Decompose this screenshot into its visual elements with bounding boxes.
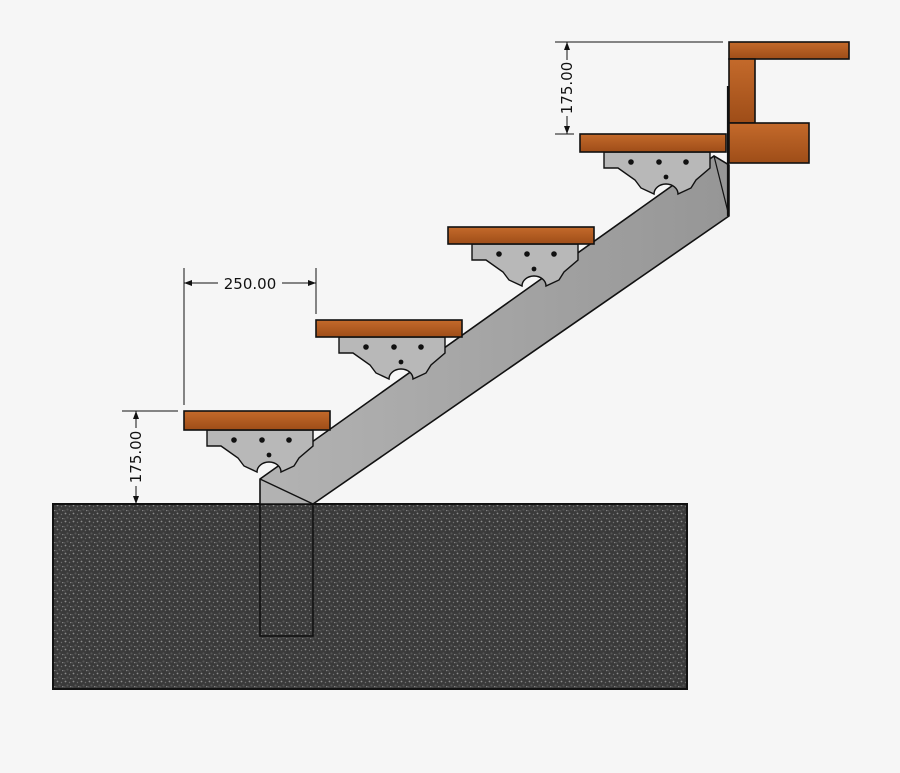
wood-tread [447, 226, 595, 245]
bolt [551, 251, 557, 257]
stringer-top-edge [713, 155, 730, 217]
concrete-footing [52, 503, 688, 690]
bolt [231, 437, 237, 443]
bolt [663, 174, 669, 180]
dimension-top-rise: 175.00 [555, 41, 723, 135]
arrow-up-icon [564, 42, 570, 50]
bolt [363, 344, 369, 350]
dimension-label-tread: 250.00 [224, 275, 277, 293]
bolt [391, 344, 397, 350]
bolt [259, 437, 265, 443]
arrow-down-icon [133, 496, 139, 504]
wood-tread [315, 319, 463, 338]
bolt [683, 159, 689, 165]
bolt [398, 359, 404, 365]
landing-deck-board [728, 41, 850, 60]
arrow-down-icon [564, 126, 570, 134]
timber-landing [726, 41, 850, 216]
bolt [266, 452, 272, 458]
landing-beam [728, 122, 810, 164]
arrow-right-icon [308, 280, 316, 286]
step-4 [579, 133, 727, 196]
bolt [656, 159, 662, 165]
bolt [531, 266, 537, 272]
arrow-up-icon [133, 411, 139, 419]
dimension-label-bottom-rise: 175.00 [127, 431, 145, 484]
wood-tread [579, 133, 727, 153]
dimension-tread-depth: 250.00 [183, 268, 317, 405]
bolt [418, 344, 424, 350]
step-2 [315, 319, 463, 381]
dimension-label-top-rise: 175.00 [558, 62, 576, 115]
step-3 [447, 226, 595, 288]
bolt [496, 251, 502, 257]
bolt [286, 437, 292, 443]
bolt [628, 159, 634, 165]
dimension-bottom-rise: 175.00 [122, 410, 178, 505]
wood-tread [183, 410, 331, 431]
stringer-end-edge [259, 478, 314, 505]
bolt [524, 251, 530, 257]
step-1 [183, 410, 331, 474]
arrow-left-icon [184, 280, 192, 286]
landing-post [728, 58, 756, 124]
